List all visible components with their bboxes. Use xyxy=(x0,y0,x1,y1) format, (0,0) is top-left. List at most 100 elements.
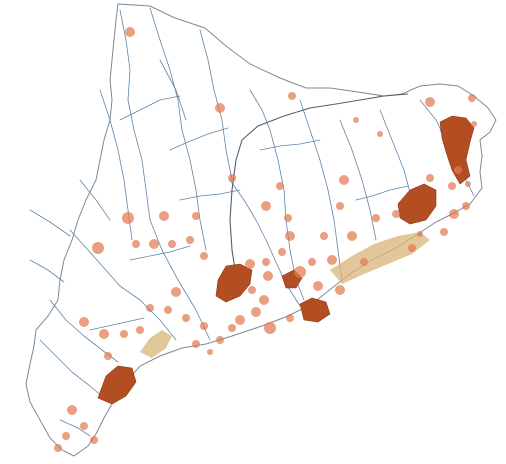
river-line xyxy=(149,7,207,251)
river-line xyxy=(119,9,211,341)
settlement-marker xyxy=(308,258,316,266)
river-line xyxy=(169,127,229,151)
settlement-marker xyxy=(426,174,434,182)
irrigated-zones xyxy=(140,232,430,358)
settlement-marker xyxy=(353,117,359,123)
settlement-marker xyxy=(146,304,154,312)
settlement-marker xyxy=(248,286,256,294)
river-line xyxy=(299,99,343,281)
settlement-marker xyxy=(79,317,89,327)
river-line xyxy=(59,419,91,437)
settlement-marker xyxy=(462,202,470,210)
settlement-marker xyxy=(80,422,88,430)
settlement-marker xyxy=(392,210,400,218)
settlement-marker xyxy=(215,103,225,113)
settlement-marker xyxy=(294,266,306,278)
river-line xyxy=(39,339,105,399)
settlement-marker xyxy=(92,242,104,254)
settlement-marker xyxy=(62,432,70,440)
settlement-marker xyxy=(360,258,368,266)
settlement-marker xyxy=(285,231,295,241)
settlement-marker xyxy=(320,232,328,240)
metropolitan-areas xyxy=(97,115,475,405)
settlement-marker xyxy=(159,211,169,221)
settlement-marker xyxy=(313,281,323,291)
irrigated-zone xyxy=(330,232,430,284)
settlement-marker xyxy=(251,307,261,317)
settlement-marker xyxy=(339,175,349,185)
settlement-marker xyxy=(276,182,284,190)
settlement-marker xyxy=(132,240,140,248)
settlement-marker xyxy=(120,330,128,338)
settlement-marker xyxy=(262,258,270,266)
settlement-marker xyxy=(125,27,135,37)
settlement-marker xyxy=(284,214,292,222)
settlement-marker xyxy=(454,166,462,174)
river-line xyxy=(89,317,145,331)
settlement-marker xyxy=(336,202,344,210)
settlement-marker xyxy=(67,405,77,415)
irrigated-zone xyxy=(140,330,172,358)
settlement-marker xyxy=(54,444,62,452)
population-centres xyxy=(54,27,477,452)
river-line xyxy=(179,189,241,201)
river-line xyxy=(29,209,71,237)
settlement-marker xyxy=(235,315,245,325)
river-line xyxy=(159,59,187,121)
settlement-marker xyxy=(425,97,435,107)
urban-area xyxy=(97,365,137,405)
settlement-marker xyxy=(372,214,380,222)
settlement-marker xyxy=(468,94,476,102)
settlement-marker xyxy=(335,285,345,295)
settlement-marker xyxy=(171,287,181,297)
river-line xyxy=(355,185,409,201)
settlement-marker xyxy=(200,252,208,260)
settlement-marker xyxy=(164,306,172,314)
river-line xyxy=(79,179,111,221)
settlement-marker xyxy=(104,352,112,360)
settlement-marker xyxy=(192,212,200,220)
settlement-marker xyxy=(261,201,271,211)
settlement-marker xyxy=(408,244,416,252)
settlement-marker xyxy=(228,174,236,182)
settlement-marker xyxy=(216,336,224,344)
river-line xyxy=(119,95,181,121)
settlement-marker xyxy=(278,248,286,256)
settlement-marker xyxy=(200,322,208,330)
settlement-marker xyxy=(207,349,213,355)
settlement-marker xyxy=(471,121,477,127)
settlement-marker xyxy=(186,236,194,244)
urban-area xyxy=(215,263,253,303)
settlement-marker xyxy=(448,182,456,190)
river-line xyxy=(129,245,191,261)
urban-area xyxy=(439,115,475,185)
settlement-marker xyxy=(149,239,159,249)
settlement-marker xyxy=(192,340,200,348)
settlement-marker xyxy=(259,295,269,305)
settlement-marker xyxy=(327,255,337,265)
settlement-marker xyxy=(465,181,471,187)
watershed-divide xyxy=(235,93,409,161)
settlement-marker xyxy=(288,92,296,100)
urban-area xyxy=(397,183,437,225)
urban-area xyxy=(299,297,331,323)
settlement-marker xyxy=(228,324,236,332)
settlement-marker xyxy=(182,314,190,322)
settlement-marker xyxy=(417,231,423,237)
settlement-marker xyxy=(245,259,255,269)
settlement-marker xyxy=(263,271,273,281)
settlement-marker xyxy=(286,314,294,322)
settlement-marker xyxy=(449,209,459,219)
settlement-marker xyxy=(136,326,144,334)
settlement-marker xyxy=(377,131,383,137)
settlement-marker xyxy=(264,322,276,334)
settlement-marker xyxy=(90,436,98,444)
settlement-marker xyxy=(347,231,357,241)
river-line xyxy=(259,139,321,151)
river-line xyxy=(69,229,177,341)
settlement-marker xyxy=(168,240,176,248)
river-line xyxy=(339,119,377,241)
settlement-marker xyxy=(440,228,448,236)
